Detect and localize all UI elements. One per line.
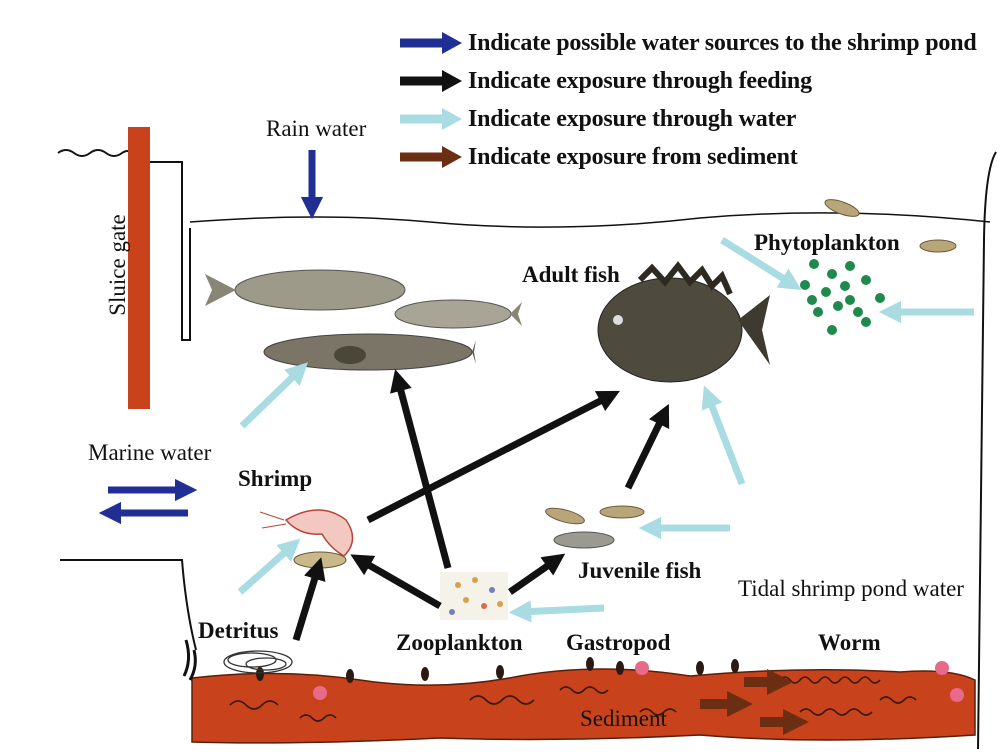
gastropod-label: Gastropod <box>566 630 670 656</box>
legend-item-feeding: Indicate exposure through feeding <box>398 66 1005 100</box>
phytoplankton-label: Phytoplankton <box>754 230 900 256</box>
juvenile-fish-label: Juvenile fish <box>578 558 701 584</box>
brown-arrow-icon <box>398 144 464 170</box>
blue-arrow-icon <box>398 30 464 56</box>
worm-label: Worm <box>818 630 881 656</box>
legend-item-sediment: Indicate exposure from sediment <box>398 142 1005 176</box>
legend-label: Indicate exposure through water <box>468 106 796 133</box>
phytoplankton-cluster <box>800 259 885 335</box>
adult-fish-large <box>598 266 770 382</box>
juvenile-fish-school <box>544 505 644 548</box>
fish-right <box>395 300 522 328</box>
black-arrow-icon <box>398 68 464 94</box>
detritus-pile <box>224 651 292 673</box>
detritus-label: Detritus <box>198 618 278 644</box>
water-surface <box>190 213 990 227</box>
shrimp-label: Shrimp <box>238 466 312 492</box>
fish-lower <box>264 334 476 370</box>
legend-label: Indicate exposure from sediment <box>468 144 798 171</box>
legend-label: Indicate exposure through feeding <box>468 68 812 95</box>
legend-item-water-sources: Indicate possible water sources to the s… <box>398 28 1005 62</box>
zooplankton-cluster <box>440 572 508 620</box>
sluice-gate-bar <box>128 127 150 409</box>
adult-fish-school <box>205 270 522 370</box>
tidal-water-label: Tidal shrimp pond water <box>738 576 964 602</box>
rain-water-label: Rain water <box>266 116 366 142</box>
light-blue-arrow-icon <box>398 106 464 132</box>
bank-weeds <box>184 640 195 680</box>
legend-label: Indicate possible water sources to the s… <box>468 30 977 57</box>
adult-fish-label: Adult fish <box>522 262 620 288</box>
sediment-label: Sediment <box>580 706 667 732</box>
legend-item-water-exposure: Indicate exposure through water <box>398 104 1005 138</box>
zooplankton-label: Zooplankton <box>396 630 523 656</box>
sluice-gate-label: Sluice gate <box>105 185 131 345</box>
marine-water-label: Marine water <box>88 440 211 466</box>
fish-upper <box>205 270 405 310</box>
